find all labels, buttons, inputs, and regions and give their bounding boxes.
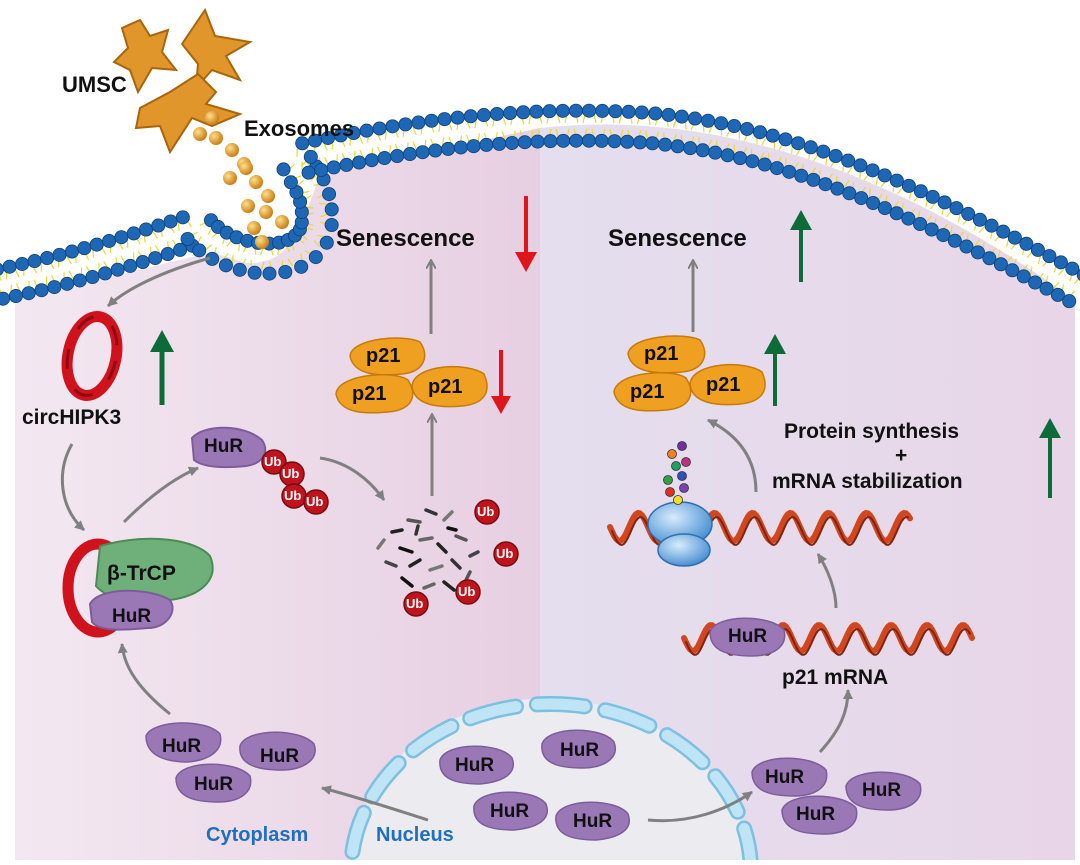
hur-label-ubiquitinated: HuR xyxy=(204,436,243,457)
p21-label-left-2: p21 xyxy=(352,383,386,405)
hur-cluster-left xyxy=(145,722,316,803)
hur-label-nucleus-1: HuR xyxy=(455,755,494,776)
hur-label-nucleus-2: HuR xyxy=(560,740,599,761)
umsc-label: UMSC xyxy=(62,72,127,97)
p21-left-down-arrow xyxy=(491,350,511,414)
arrow-hur-to-complex xyxy=(117,643,171,716)
hur-label-left-2: HuR xyxy=(260,746,299,767)
hur-label-nucleus-3: HuR xyxy=(490,801,529,822)
nucleus-label: Nucleus xyxy=(376,824,454,846)
hur-label-left-3: HuR xyxy=(194,774,233,795)
plus-label: + xyxy=(895,444,907,467)
circhipk3-up-arrow xyxy=(150,330,174,405)
senescence-left-down-arrow xyxy=(515,196,537,272)
cytoplasm-label: Cytoplasm xyxy=(206,824,308,846)
btrcp-label: β-TrCP xyxy=(107,562,176,585)
circhipk3-label: circHIPK3 xyxy=(22,406,121,429)
ribosome xyxy=(647,501,713,567)
hur-label-right-2: HuR xyxy=(862,780,901,801)
hur-cluster-nucleus xyxy=(439,729,630,841)
hur-label-right-3: HuR xyxy=(796,804,835,825)
hur-label-complex: HuR xyxy=(112,606,151,627)
degraded-hur-fragments xyxy=(376,508,480,592)
arrow-hur-to-mrna xyxy=(818,689,853,754)
arrow-nuclear-export-left xyxy=(321,785,429,822)
p21-label-left-1: p21 xyxy=(366,345,400,367)
hur-cluster-right xyxy=(751,757,922,835)
ub-label-1: Ub xyxy=(264,454,281,469)
arrow-ubiquitination-to-degradation xyxy=(319,456,386,501)
protein-synthesis-label: Protein synthesis xyxy=(784,420,959,443)
cell-membrane xyxy=(0,103,1080,309)
p21-label-left-3: p21 xyxy=(428,376,462,398)
arrow-mrna-to-translation xyxy=(816,553,838,609)
p21-right-up-arrow xyxy=(764,334,786,406)
cell-cytoplasm-right xyxy=(540,124,1075,861)
ub-label-7: Ub xyxy=(458,584,475,599)
ubiquitinated-hur xyxy=(190,426,329,515)
p21-mrna-label: p21 mRNA xyxy=(782,666,888,689)
circrna-btrcp-hur-complex xyxy=(62,537,214,638)
p21-label-right-2: p21 xyxy=(630,381,664,403)
hur-label-left-1: HuR xyxy=(162,736,201,757)
ub-label-2: Ub xyxy=(282,466,299,481)
nascent-peptide xyxy=(663,441,691,505)
arrow-exosome-to-circrna xyxy=(106,256,211,308)
arrow-circrna-to-complex xyxy=(60,443,86,532)
mrna-stabilization-label: mRNA stabilization xyxy=(772,470,963,493)
senescence-label-right: Senescence xyxy=(608,225,747,252)
hur-protein-in-complex xyxy=(88,589,174,631)
hur-label-right-1: HuR xyxy=(765,767,804,788)
senescence-label-left: Senescence xyxy=(336,225,475,252)
free-ubiquitins xyxy=(403,499,519,617)
arrow-complex-to-ubiquitination xyxy=(122,466,199,524)
hur-label-nucleus-4: HuR xyxy=(573,811,612,832)
senescence-right-up-arrow xyxy=(790,210,812,282)
hur-label-mrna: HuR xyxy=(728,626,767,647)
exosome-particles xyxy=(193,111,289,249)
ub-label-4: Ub xyxy=(306,494,323,509)
arrow-translation-to-p21 xyxy=(707,418,758,493)
nuclear-envelope xyxy=(344,696,759,865)
umsc-cells xyxy=(112,7,253,155)
ub-label-8: Ub xyxy=(406,596,423,611)
exosomes-label: Exosomes xyxy=(244,116,354,141)
circrna-ring xyxy=(61,311,123,401)
arrow-nuclear-export-right xyxy=(647,790,753,823)
p21-group-right xyxy=(613,335,766,412)
ub-label-3: Ub xyxy=(284,488,301,503)
ub-label-6: Ub xyxy=(496,546,513,561)
protein-synthesis-up-arrow xyxy=(1039,418,1061,498)
ub-label-5: Ub xyxy=(477,504,494,519)
hur-bound-mrna xyxy=(709,617,786,657)
cell-cytoplasm-left xyxy=(15,128,540,860)
p21-group-left xyxy=(335,337,488,414)
p21-label-right-3: p21 xyxy=(706,374,740,396)
p21-label-right-1: p21 xyxy=(644,343,678,365)
